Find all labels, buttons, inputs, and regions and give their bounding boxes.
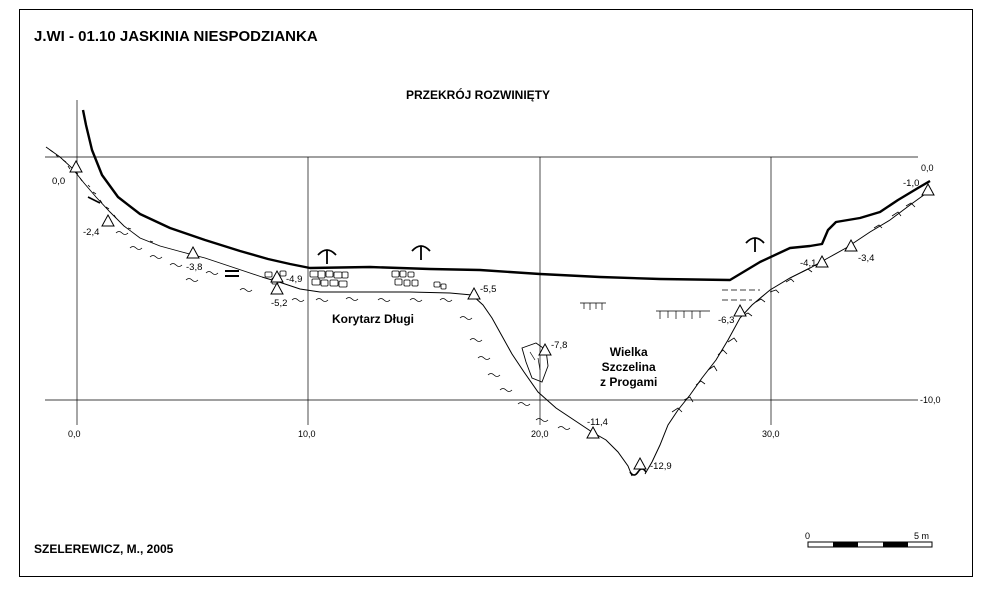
scale-bar-start: 0 [805, 531, 810, 541]
x-tick-20: 20,0 [531, 429, 549, 439]
map-frame [19, 9, 973, 577]
chimney-icon [317, 249, 337, 264]
station-triangle [101, 213, 115, 227]
label-korytarz-dlugi: Korytarz Długi [332, 312, 415, 326]
station-label: -3,4 [858, 253, 874, 264]
shaft-bottom [629, 468, 647, 476]
station-label: -1,0 [903, 178, 919, 189]
station-label: -5,2 [271, 298, 287, 309]
chimney-icon [745, 237, 765, 252]
map-title: J.WI - 01.10 JASKINIA NIESPODZIANKA [34, 28, 318, 45]
station-label: -12,9 [650, 461, 672, 472]
station-label: -5,5 [480, 284, 496, 295]
y-tick-0: 0,0 [921, 163, 934, 173]
cave-ceiling [81, 109, 931, 282]
station-label: -4,1 [800, 258, 816, 269]
scale-bar-outline [807, 541, 933, 548]
chimney-symbols [317, 237, 765, 264]
station-label: -11,4 [587, 417, 608, 428]
station-triangle [538, 342, 552, 356]
korytarz-floor [261, 270, 473, 302]
station-triangle [633, 456, 647, 470]
station-triangle [270, 269, 284, 283]
station-triangle [586, 425, 600, 439]
chimney-icon [411, 245, 431, 260]
station-label: -2,4 [83, 227, 99, 238]
station-label: 0,0 [52, 176, 65, 187]
label-wielka-line-2: Szczelina [601, 360, 656, 374]
station-triangle [69, 159, 83, 173]
station-triangle [815, 254, 829, 268]
shaft-left-wall [459, 294, 633, 477]
y-tick-10: -10,0 [920, 395, 941, 405]
station-label: -4,9 [286, 274, 302, 285]
scale-bar-segment [833, 542, 858, 547]
station-triangle [270, 281, 284, 295]
shaft-right-wall [580, 191, 929, 475]
station-triangle [186, 245, 200, 259]
label-wielka-line-1: Wielka [609, 345, 648, 359]
x-tick-0: 0,0 [68, 429, 81, 439]
label-wielka-szczelina: Wielka Szczelina z Progami [600, 345, 657, 390]
grid [45, 100, 918, 425]
x-tick-30: 30,0 [762, 429, 780, 439]
label-wielka-line-3: z Progami [600, 375, 658, 389]
author-credit: SZELEREWICZ, M., 2005 [34, 542, 174, 556]
scale-bar: 0 5 m [805, 531, 933, 548]
station-label: -7,8 [551, 340, 567, 351]
station-triangle [733, 303, 747, 317]
scale-bar-end: 5 m [914, 531, 929, 541]
station-label: -6,3 [718, 315, 734, 326]
x-tick-10: 10,0 [298, 429, 316, 439]
station-triangle [844, 238, 858, 252]
station-label: -3,8 [186, 262, 202, 273]
section-subtitle: PRZEKRÓJ ROZWINIĘTY [406, 88, 551, 102]
scale-bar-segment [883, 542, 908, 547]
station-labels: 0,0 -2,4 -3,8 -4,9 -5,2 -5,5 -7,8 -11,4 … [52, 176, 919, 472]
station-triangle [921, 182, 935, 196]
station-triangle [467, 286, 481, 300]
survey-stations [69, 159, 935, 470]
left-entrance-slope [45, 146, 263, 292]
